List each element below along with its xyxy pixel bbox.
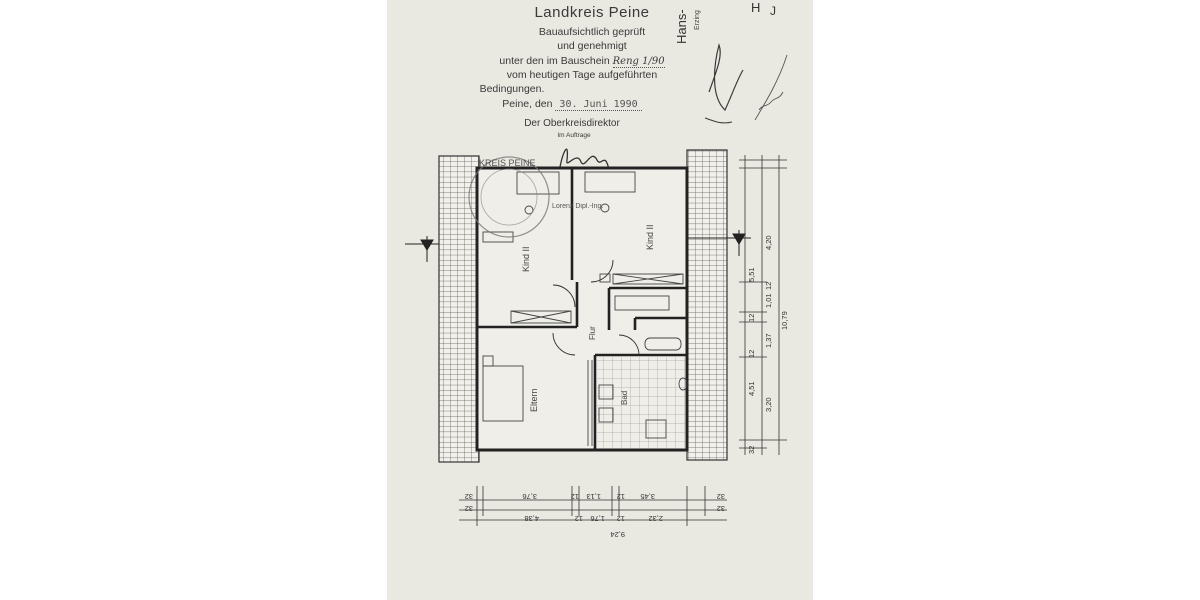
roof-left xyxy=(438,155,480,463)
signature-center xyxy=(558,148,610,173)
dim-b1-3: 1,13 xyxy=(586,492,601,501)
margin-note-initial-b: J xyxy=(770,4,776,18)
dim-b2-2: 12 xyxy=(575,514,583,523)
stamp-official: Der Oberkreisdirektor xyxy=(524,118,620,129)
signature-top xyxy=(708,43,744,112)
office-seal xyxy=(468,156,550,238)
room-label-eltern: Eltern xyxy=(529,388,539,412)
dimension-lines-right xyxy=(739,155,787,455)
signature-right xyxy=(754,54,788,121)
dim-b1-4: 12 xyxy=(617,492,625,501)
dim-b1-0: 32 xyxy=(465,492,473,501)
seal-inner: Lorenz Dipl.-Ing. xyxy=(552,203,603,210)
dim-b1-1: 3,76 xyxy=(522,492,537,501)
approval-date: 30. Juni 1990 xyxy=(555,99,642,111)
plan-sheet: Landkreis Peine Bauaufsichtlich geprüft … xyxy=(387,0,813,600)
dim-seg-8: 32 xyxy=(747,446,756,454)
dim-seg-2: 12 xyxy=(764,282,773,290)
floor-plan: KREIS PEINE Lorenz Dipl.-Ing. Kind II Ki… xyxy=(405,43,789,539)
approval-stamp: Landkreis Peine Bauaufsichtlich geprüft … xyxy=(442,0,742,150)
room-label-kind-1: Kind II xyxy=(521,246,531,272)
dim-seg-1: 4,20 xyxy=(764,235,773,250)
stamp-authority: Landkreis Peine xyxy=(534,4,650,21)
dimension-labels-bottom: 32 3,76 12 1,13 12 3,45 32 32 4,38 12 1,… xyxy=(465,492,725,539)
dim-seg-5: 1,37 xyxy=(764,333,773,348)
seal-text: KREIS PEINE xyxy=(479,158,536,168)
dim-outer: 10,79 xyxy=(780,311,789,330)
stamp-line-5: Bedingungen. xyxy=(479,83,545,95)
dim-b2-3: 1,76 xyxy=(590,514,605,523)
room-label-flur: Flur xyxy=(588,326,597,340)
place-date-label: Peine, den xyxy=(502,98,553,110)
stamp-line-2: und genehmigt xyxy=(557,40,627,52)
dim-b1-5: 3,45 xyxy=(640,492,655,501)
dim-seg-6: 12 xyxy=(747,350,756,358)
bath-tiling xyxy=(597,357,685,448)
dimension-lines-bottom xyxy=(459,486,727,526)
dim-b1-2: 12 xyxy=(571,492,579,501)
stamp-line-4: vom heutigen Tage aufgeführten xyxy=(506,69,658,81)
dim-b1-6: 32 xyxy=(717,492,725,501)
door-swings xyxy=(552,259,640,356)
stamp-place-date: Peine, den 30. Juni 1990 xyxy=(422,98,722,111)
dim-upper-total: 5,51 xyxy=(747,267,756,282)
dim-b2-1: 4,38 xyxy=(524,514,539,523)
section-marker-right xyxy=(687,230,751,256)
stamp-on-behalf: Im Auftrage xyxy=(557,132,591,139)
dim-b2-5: 2,32 xyxy=(648,514,663,523)
dim-seg-3: 1,01 xyxy=(764,293,773,308)
dim-seg-7: 3,20 xyxy=(764,397,773,412)
margin-note-initial-a: H xyxy=(751,0,761,15)
dim-b2-0: 32 xyxy=(465,504,473,513)
dim-bottom-total: 9,24 xyxy=(610,530,625,539)
dim-seg-4: 12 xyxy=(747,314,756,322)
room-label-kind-2: Kind II xyxy=(645,224,655,250)
section-marker-left xyxy=(405,236,439,262)
stamp-line-3: unter den im Bauschein Reng 1/90 xyxy=(432,55,732,68)
signature-top-tail xyxy=(704,117,733,124)
bauschein-reference: Reng 1/90 xyxy=(612,56,665,68)
stamp-line-1: Bauaufsichtlich geprüft xyxy=(538,26,646,38)
interior-walls xyxy=(477,168,687,450)
roof-right xyxy=(686,149,728,461)
dim-lower-total: 4,51 xyxy=(747,381,756,396)
dimension-labels-right: 4,20 5,51 12 1,01 10,79 12 1,37 12 4,51 … xyxy=(747,235,789,454)
dim-b2-4: 12 xyxy=(617,514,625,523)
stamp-line-3-text: unter den im Bauschein xyxy=(499,55,610,67)
dim-b2-6: 32 xyxy=(717,504,725,513)
room-label-bad: Bad xyxy=(620,391,629,405)
